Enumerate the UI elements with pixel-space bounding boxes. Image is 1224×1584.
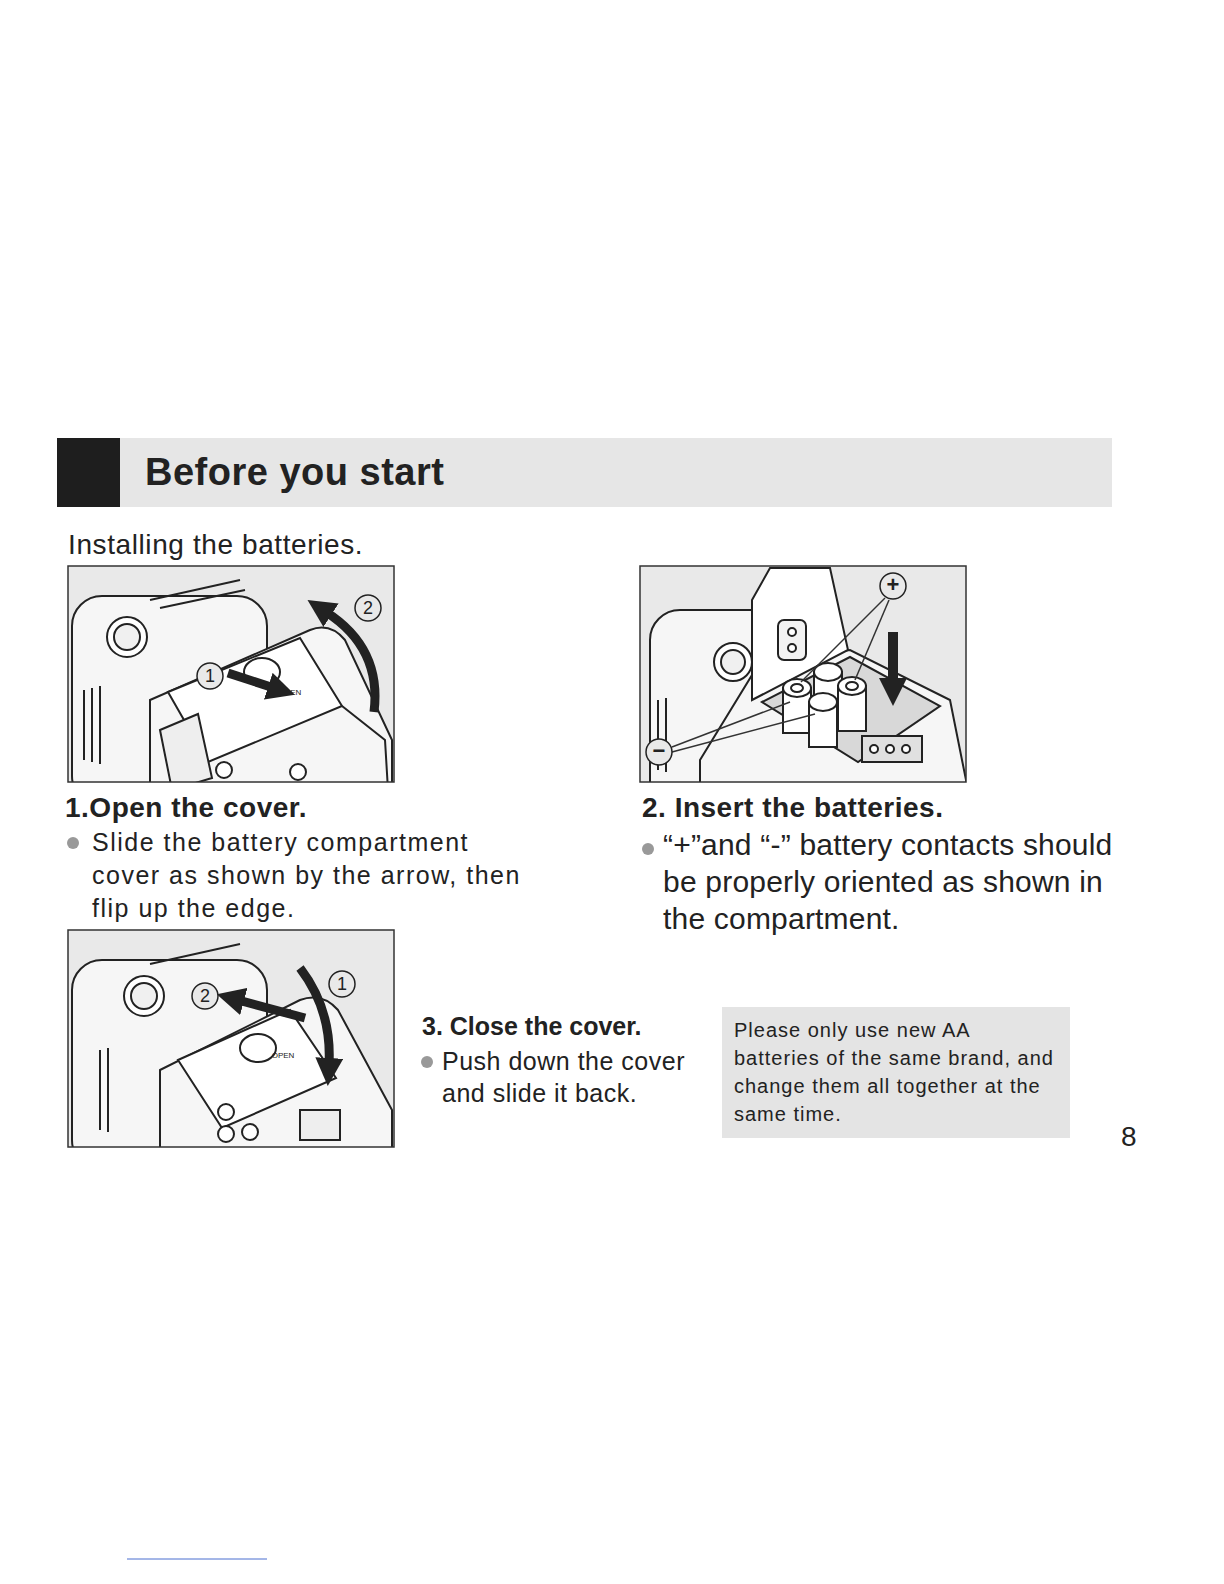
button-marking: OPEN (272, 1052, 295, 1060)
section-subtitle: Installing the batteries. (68, 528, 363, 562)
section-subtitle: Installing the batteries. (68, 528, 363, 562)
step-heading: 1.Open the cover. (65, 791, 307, 825)
bullet-dot (421, 1056, 433, 1068)
page-number: 8 (1121, 1120, 1137, 1154)
step-text: Slide the battery compartment cover as s… (92, 826, 522, 925)
polarity-symbol: − (653, 740, 666, 762)
callout-number: 2 (363, 599, 373, 617)
step-heading: 2. Insert the batteries. (642, 791, 943, 825)
figure-insert-batteries (640, 566, 968, 810)
bullet-dot (642, 843, 654, 855)
note-text: Please only use new AA batteries of the … (734, 1016, 1060, 1128)
step-text: “+”and “-” battery contacts should be pr… (663, 826, 1118, 937)
step-text: Push down the cover and slide it back. (442, 1045, 717, 1109)
polarity-symbol: − (653, 740, 666, 762)
step-text: Slide the battery compartment cover as s… (92, 826, 522, 925)
callout-number: 2 (363, 599, 373, 617)
step-heading: 2. Insert the batteries. (642, 791, 943, 825)
callout-number: 1 (337, 975, 347, 993)
callout-number: 1 (337, 975, 347, 993)
page-number: 8 (1121, 1120, 1137, 1154)
figure-close-cover (68, 930, 394, 1170)
section-title: Before you start (145, 451, 444, 494)
callout-number: 2 (200, 987, 210, 1005)
step-text: “+”and “-” battery contacts should be pr… (663, 826, 1118, 937)
button-marking: OPEN (279, 689, 302, 697)
bullet-dot (67, 837, 79, 849)
step-heading: 3. Close the cover. (422, 1011, 642, 1041)
step-heading: 3. Close the cover. (422, 1011, 642, 1041)
step-heading: 1.Open the cover. (65, 791, 307, 825)
note-box: Please only use new AA batteries of the … (722, 1007, 1070, 1138)
title-band: Before you start (57, 438, 1112, 507)
step-text: Push down the cover and slide it back. (442, 1045, 717, 1109)
button-marking: OPEN (272, 1052, 295, 1060)
figure-open-cover (68, 566, 394, 806)
polarity-symbol: + (887, 574, 900, 596)
callout-number: 1 (205, 667, 215, 685)
callout-number: 2 (200, 987, 210, 1005)
button-marking: OPEN (279, 689, 302, 697)
link-underline (127, 1559, 267, 1560)
callout-number: 1 (205, 667, 215, 685)
polarity-symbol: + (887, 574, 900, 596)
